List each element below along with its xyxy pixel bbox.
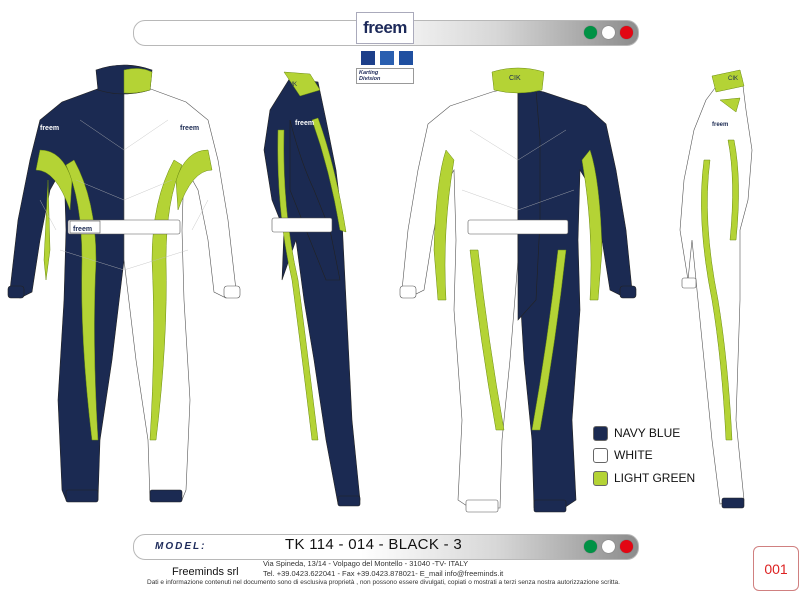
- legend-white: WHITE: [593, 447, 653, 463]
- brand-logo: freem: [356, 12, 414, 44]
- legend-green: LIGHT GREEN: [593, 470, 695, 486]
- karting-division-badge: Karting Division: [356, 68, 414, 84]
- suit-front-view: freem freem freem: [7, 64, 241, 503]
- brand-swatch-1: [361, 51, 375, 65]
- side-left-logo: freem: [295, 120, 314, 127]
- brand-swatch-3: [399, 51, 413, 65]
- model-bar: [133, 534, 639, 560]
- side-right-logo: freem: [712, 122, 728, 128]
- company-name: Freeminds srl: [172, 566, 239, 578]
- suit-back-view: CIK: [399, 67, 637, 513]
- legend-navy-swatch: [593, 425, 608, 441]
- karting-text: Karting: [359, 70, 379, 76]
- front-belt-logo: freem: [73, 226, 92, 233]
- page-number: 001: [753, 546, 799, 591]
- suit-side-view-left: freem CIK: [263, 71, 361, 507]
- brand-swatch-2: [380, 51, 394, 65]
- brand-logo-text: freem: [363, 18, 407, 37]
- flag-red-dot: [620, 26, 633, 39]
- front-chest-logo-right: freem: [180, 125, 199, 132]
- model-code: TK 114 - 014 - BLACK - 3: [285, 536, 462, 553]
- side-right-cik: CIK: [728, 76, 738, 82]
- legend-green-swatch: [593, 470, 608, 486]
- suit-side-view-right: CIK freem: [679, 69, 753, 509]
- side-left-cik: CIK: [287, 82, 297, 88]
- flag-green-dot: [584, 26, 597, 39]
- footer-flag-green-dot: [584, 540, 597, 553]
- model-label: MODEL:: [155, 541, 207, 552]
- company-contacts: Tel. +39.0423.622041 - Fax +39.0423.8780…: [263, 569, 504, 578]
- flag-white-dot: [602, 26, 615, 39]
- front-chest-logo-left: freem: [40, 125, 59, 132]
- company-address: Via Spineda, 13/14 - Volpago del Montell…: [263, 559, 469, 568]
- back-cik: CIK: [509, 75, 521, 82]
- footer-flag-white-dot: [602, 540, 615, 553]
- legend-white-label: WHITE: [614, 448, 653, 462]
- legend-navy: NAVY BLUE: [593, 425, 680, 441]
- footer-flag-red-dot: [620, 540, 633, 553]
- legend-white-swatch: [593, 447, 608, 463]
- legend-green-label: LIGHT GREEN: [614, 471, 696, 485]
- legend-navy-label: NAVY BLUE: [614, 426, 681, 440]
- division-text: Division: [359, 76, 381, 82]
- legal-disclaimer: Dati e informazione contenuti nel docume…: [147, 579, 620, 586]
